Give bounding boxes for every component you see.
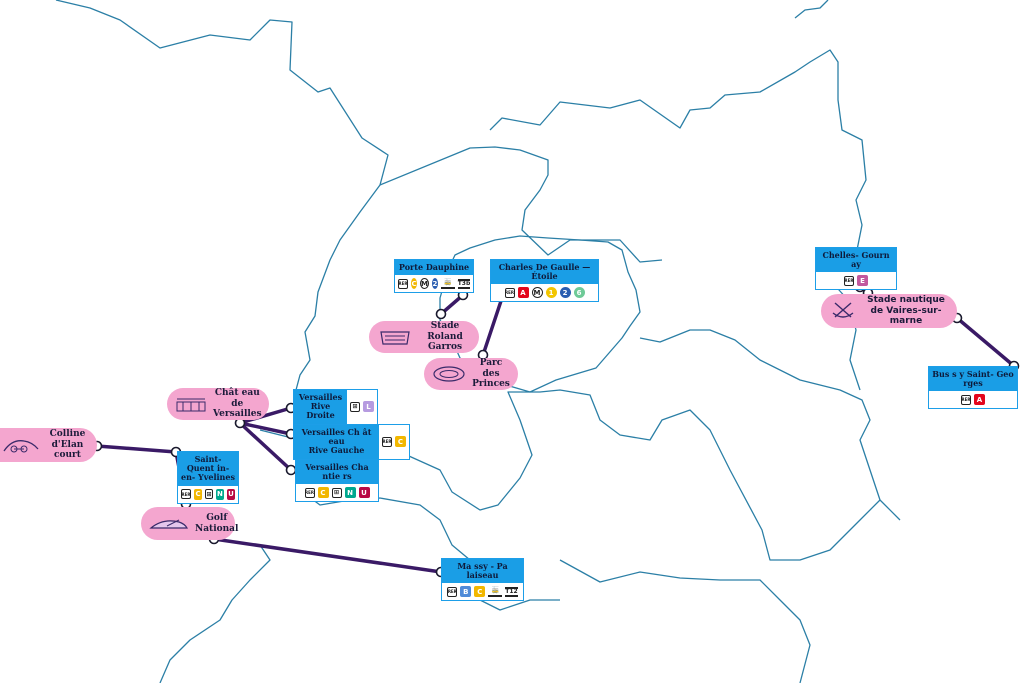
boundary-sw <box>159 539 271 683</box>
station-name: Ma ssy - Pa laiseau <box>442 559 523 584</box>
venue-label: Stade nautique de Vaires-sur-marne <box>867 295 945 327</box>
line-badge-rer: RER <box>304 487 315 498</box>
line-badge-a: A <box>974 394 985 406</box>
hill-bike-icon <box>2 435 40 455</box>
boundary-se <box>559 559 811 683</box>
football-stadium-icon <box>432 364 466 384</box>
line-badge-: ⊞ <box>331 487 342 498</box>
venue-roland-garros[interactable]: Stade Roland Garros <box>369 321 479 353</box>
tennis-stadium-icon <box>377 326 413 348</box>
boundary-east <box>639 329 901 521</box>
line-badge-c: C <box>474 586 486 598</box>
line-badge-: ⊞ <box>350 401 360 412</box>
line-badge-rer: RER <box>844 275 854 286</box>
rowing-icon <box>829 299 857 323</box>
line-badge-a: A <box>517 287 529 299</box>
station-name: Porte Dauphine <box>395 260 473 276</box>
venue-label: Parc des Princes <box>472 358 510 390</box>
venue-chateau-versailles[interactable]: Chât eau de Versailles <box>167 388 269 420</box>
line-badge-t3b: T3b <box>457 278 471 289</box>
line-badge-rer: RER <box>504 287 515 298</box>
station-name: Versailles Rive Droite <box>294 390 347 424</box>
station-name: Charles De Gaulle — Étoile <box>491 260 598 285</box>
station-name: Chelles- Gourn ay <box>816 248 896 273</box>
boundary-north <box>379 146 663 263</box>
boundary-south <box>399 389 881 561</box>
line-badge-rer: RER <box>961 394 971 405</box>
station-name: Versailles Ch ât eau Rive Gauche <box>294 425 379 459</box>
line-badge-n: N <box>215 488 224 500</box>
route-golf-massy <box>212 537 443 574</box>
line-badge-2: 2 <box>559 287 571 299</box>
line-badge-rer: RER <box>398 278 408 289</box>
line-badge-n: N <box>344 487 356 499</box>
node-roland <box>435 308 447 320</box>
boundary-north2 <box>489 49 867 259</box>
station-name: Bus s y Saint- Geo rges <box>929 367 1017 392</box>
route-chateau-vch <box>238 421 293 472</box>
line-badge-b: B <box>460 586 472 598</box>
venue-label: Colline d'Elan court <box>49 429 86 461</box>
boundary-west <box>55 0 389 186</box>
golf-icon <box>149 514 189 534</box>
line-badge-t12: T12 <box>505 586 518 597</box>
venue-parc-des-princes[interactable]: Parc des Princes <box>424 358 518 390</box>
line-badge-1: 1 <box>545 287 557 299</box>
venue-colline-elancourt[interactable]: Colline d'Elan court <box>0 428 97 462</box>
line-badge-c: C <box>395 436 406 448</box>
venue-label: Stade Roland Garros <box>427 321 463 353</box>
boundary-west-paris <box>295 184 381 391</box>
line-badge-: 🚋 <box>441 279 455 289</box>
line-badge-c: C <box>411 278 418 290</box>
line-badge-c: C <box>194 488 203 500</box>
venue-label: Chât eau de Versailles <box>213 388 262 420</box>
station-versailles-rive-droite[interactable]: Versailles Rive Droite ⊞L <box>293 389 378 425</box>
route-chateau-vrd <box>238 406 293 425</box>
line-badge-e: E <box>857 275 868 287</box>
station-name: Saint- Quent in- en- Yvelines <box>178 452 238 486</box>
route-vaires-bussy <box>955 316 1016 368</box>
line-badge-l: L <box>363 401 374 413</box>
route-colline-sqy <box>95 444 178 454</box>
station-name: Versailles Cha ntie rs <box>296 460 378 485</box>
line-badge-u: U <box>226 488 235 500</box>
line-badge-2: 2 <box>431 278 438 290</box>
route-etoile-parc <box>481 293 505 357</box>
line-badge-rer: RER <box>447 586 458 597</box>
venue-label: Golf National <box>195 513 239 534</box>
line-badge-m: M <box>531 287 543 299</box>
line-badge-rer: RER <box>382 436 392 447</box>
line-badge-6: 6 <box>573 287 585 299</box>
line-badge-: 🚋 <box>488 587 503 597</box>
route-chateau-vrg <box>238 421 293 436</box>
line-badge-u: U <box>358 487 370 499</box>
venue-stade-nautique-vaires[interactable]: Stade nautique de Vaires-sur-marne <box>821 294 957 328</box>
line-badge-c: C <box>317 487 329 499</box>
boundary-ne <box>794 0 829 19</box>
line-badges: ⊞L <box>347 390 377 424</box>
line-badge-: ⊞ <box>205 489 213 500</box>
line-badge-m: M <box>420 278 429 290</box>
palace-icon <box>175 394 207 414</box>
venue-golf-national[interactable]: Golf National <box>141 507 239 540</box>
line-badge-rer: RER <box>181 489 191 500</box>
